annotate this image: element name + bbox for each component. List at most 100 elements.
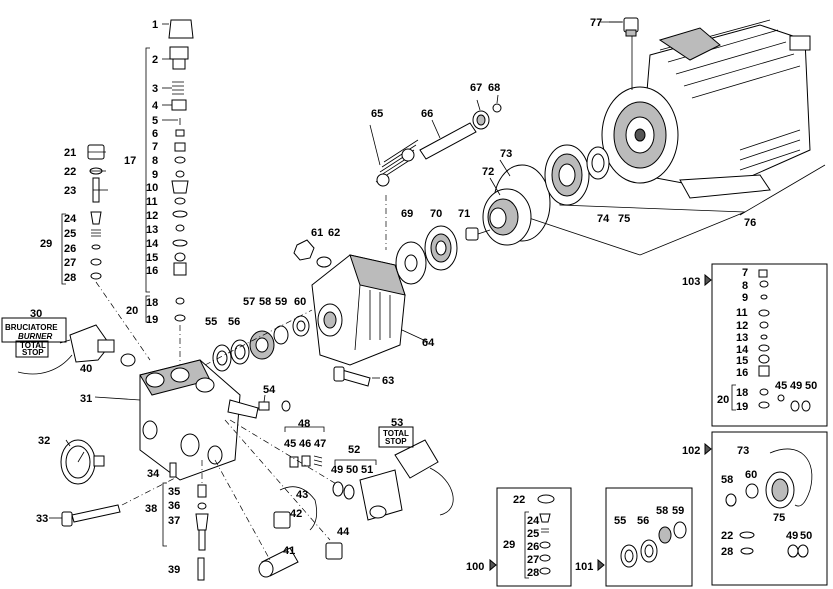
- swash-plate-part: [424, 225, 458, 271]
- piston-ring-part: [492, 103, 502, 113]
- swash-screw-part: [465, 227, 491, 241]
- kit-101-56: 56: [637, 515, 649, 527]
- oil-seal-part: [586, 146, 610, 180]
- head-bolt-part: [61, 504, 121, 527]
- callout-52: 52: [348, 444, 360, 456]
- callout-31: 31: [80, 393, 92, 405]
- kit-103-15: 15: [736, 355, 748, 367]
- callout-54: 54: [263, 384, 276, 396]
- callout-39: 39: [168, 564, 180, 576]
- spring-part: [375, 139, 419, 187]
- kit-101-59: 59: [672, 505, 684, 517]
- kit-103-12: 12: [736, 320, 748, 332]
- callout-48: 48: [298, 418, 310, 430]
- callout-43: 43: [296, 489, 308, 501]
- kit-103-parts: [731, 269, 811, 412]
- callout-66: 66: [421, 108, 433, 120]
- callout-76: 76: [744, 217, 756, 229]
- burner-ring-part: [120, 353, 136, 367]
- kit-103-13: 13: [736, 332, 748, 344]
- kit-101-parts: [620, 521, 687, 568]
- kit-102-75: 75: [773, 512, 785, 524]
- callout-53: 53: [391, 417, 403, 429]
- piston-part: [419, 122, 477, 160]
- callout-64: 64: [422, 337, 435, 349]
- callout-25: 25: [64, 228, 76, 240]
- kit-103-19: 19: [736, 401, 748, 413]
- callout-63: 63: [382, 375, 394, 387]
- kit-102-28: 28: [721, 546, 733, 558]
- kit-103-label: 103: [682, 276, 700, 288]
- callout-24: 24: [64, 213, 77, 225]
- kit-103-49: 49: [790, 380, 802, 392]
- unloader-valve-stack: [168, 19, 194, 322]
- kit-102-label: 102: [682, 445, 700, 457]
- total-stop-valve: [332, 439, 454, 521]
- callout-68: 68: [488, 82, 500, 94]
- callout-38: 38: [145, 503, 157, 515]
- callout-6: 6: [152, 128, 158, 140]
- kit-103-16: 16: [736, 367, 748, 379]
- kit-103-50: 50: [805, 380, 817, 392]
- pump-head-manifold: [139, 359, 259, 481]
- burner-valve: [17, 324, 115, 375]
- kit-102-50: 50: [800, 530, 812, 542]
- callout-23: 23: [64, 185, 76, 197]
- callout-61: 61: [311, 227, 323, 239]
- leader-lines: [49, 21, 746, 519]
- callout-18: 18: [146, 297, 158, 309]
- callout-10: 10: [146, 182, 158, 194]
- motor-cap-part: [623, 17, 639, 37]
- total-stop-label-top: TOTAL: [20, 341, 46, 350]
- callout-22: 22: [64, 166, 76, 178]
- kit-102-49: 49: [786, 530, 798, 542]
- callout-46: 46: [299, 438, 311, 450]
- callout-16: 16: [146, 265, 158, 277]
- callout-28: 28: [64, 272, 76, 284]
- pump-crankcase: [311, 254, 406, 366]
- callout-12: 12: [146, 210, 158, 222]
- kit-100-22: 22: [513, 494, 525, 506]
- kit-100-29: 29: [503, 539, 515, 551]
- kit-101-55: 55: [614, 515, 626, 527]
- kit-103-45: 45: [775, 380, 787, 392]
- total-stop-label-b: TOTAL STOP: [383, 429, 409, 446]
- kit-box-100: [496, 487, 572, 587]
- kit-103-8: 8: [742, 280, 748, 292]
- callout-8: 8: [152, 155, 158, 167]
- callout-77: 77: [590, 17, 602, 29]
- total-stop-label-bottom: STOP: [22, 348, 44, 357]
- callout-9: 9: [152, 169, 158, 181]
- callout-55: 55: [205, 316, 217, 328]
- kit-100-27: 27: [527, 554, 539, 566]
- callout-26: 26: [64, 243, 76, 255]
- callout-20: 20: [126, 305, 138, 317]
- kit-102-parts: [725, 448, 813, 558]
- callout-30: 30: [30, 308, 42, 320]
- kit-102-73: 73: [737, 445, 749, 457]
- callout-71: 71: [458, 208, 470, 220]
- kit-102-22: 22: [721, 530, 733, 542]
- plug-part: [258, 401, 270, 411]
- callout-67: 67: [470, 82, 482, 94]
- kit-100-label: 100: [466, 561, 484, 573]
- kit-101-label: 101: [575, 561, 593, 573]
- callout-11: 11: [146, 196, 158, 208]
- kit-100-parts: [524, 494, 555, 579]
- callout-59: 59: [275, 296, 287, 308]
- callout-29: 29: [40, 238, 52, 250]
- callout-44: 44: [337, 526, 350, 538]
- kit-102-58: 58: [721, 474, 733, 486]
- callout-3: 3: [152, 83, 158, 95]
- callout-41: 41: [283, 545, 295, 557]
- burner-label-en: BURNER: [18, 332, 52, 341]
- piston-seal-part: [472, 110, 490, 130]
- kit-103-20: 20: [717, 394, 729, 406]
- callout-5: 5: [152, 115, 158, 127]
- kit-103-11: 11: [736, 307, 748, 319]
- kit-100-24: 24: [527, 515, 540, 527]
- callout-14: 14: [146, 238, 159, 250]
- kit-103-7: 7: [742, 267, 748, 279]
- suction-fitting-stack: [169, 462, 209, 581]
